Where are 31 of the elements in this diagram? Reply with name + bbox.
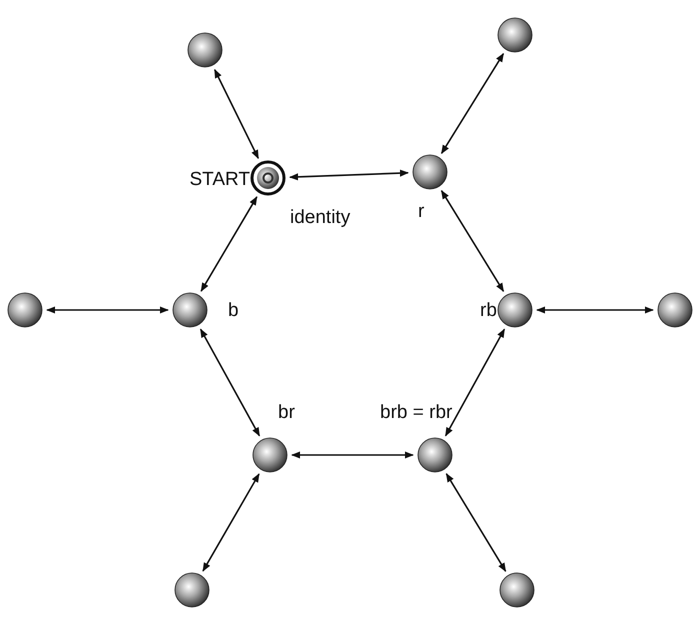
sphere-node <box>7 292 43 328</box>
double-arrow <box>536 306 654 314</box>
node-label: START <box>189 170 250 189</box>
sphere-node <box>187 32 223 68</box>
double-arrow <box>440 52 504 154</box>
node-label: r <box>418 202 424 221</box>
double-arrow <box>444 328 506 437</box>
double-arrow <box>202 473 260 572</box>
sphere-node <box>657 292 693 328</box>
double-arrow <box>200 196 258 292</box>
node-label: rb <box>480 301 497 320</box>
double-arrow <box>289 170 409 180</box>
node-label: brb = rbr <box>380 403 452 422</box>
sphere-node <box>252 437 288 473</box>
double-arrow <box>291 451 414 459</box>
sphere-node <box>497 17 533 53</box>
double-arrow <box>46 306 169 314</box>
sphere-node <box>497 292 533 328</box>
node-label: br <box>278 403 295 422</box>
start-node <box>250 160 286 196</box>
double-arrow <box>200 328 260 437</box>
sphere-node <box>172 292 208 328</box>
node-label: identity <box>290 208 350 227</box>
double-arrow <box>446 473 506 572</box>
sphere-node <box>174 572 210 608</box>
node-label: b <box>228 301 239 320</box>
sphere-node <box>499 572 535 608</box>
double-arrow <box>214 68 259 160</box>
double-arrow <box>440 190 504 292</box>
sphere-node <box>417 437 453 473</box>
sphere-node <box>412 154 448 190</box>
